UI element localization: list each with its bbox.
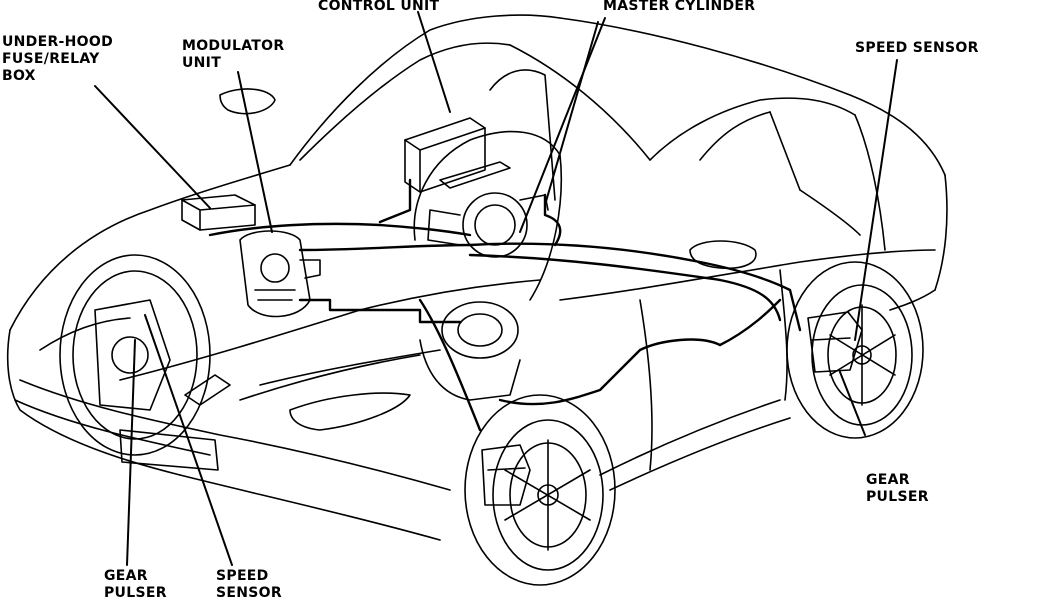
label-master-cylinder: MASTER CYLINDER	[603, 0, 756, 14]
front-left-wheel	[59, 254, 211, 456]
label-speed-sensor-front: SPEED SENSOR	[216, 568, 282, 602]
label-modulator-line-1: MODULATOR	[182, 38, 285, 54]
label-gear-pulser-front: GEAR PULSER	[104, 568, 167, 602]
label-modulator-line-2: UNIT	[182, 55, 222, 71]
label-under-hood-line-2: FUSE/RELAY	[2, 51, 100, 67]
label-gear-pulser-rear: GEAR PULSER	[866, 472, 929, 506]
label-under-hood-line-1: UNDER-HOOD	[2, 34, 114, 50]
under-hood-fuse-relay-box	[181, 194, 256, 231]
label-speed-sensor-rear: SPEED SENSOR	[855, 40, 979, 56]
rear-caliper	[807, 311, 863, 373]
modulator-unit	[239, 230, 321, 318]
label-gear-pulser-rear-line-1: GEAR	[866, 472, 910, 488]
car-body	[6, 14, 948, 541]
front-right-wheel	[464, 394, 616, 586]
label-under-hood-line-3: BOX	[2, 68, 36, 84]
brake-booster	[419, 301, 521, 401]
label-speed-sensor-front-line-1: SPEED	[216, 568, 269, 584]
label-gear-pulser-front-line-2: PULSER	[104, 585, 167, 601]
front-caliper	[481, 444, 531, 506]
master-cylinder	[427, 192, 549, 258]
label-gear-pulser-rear-line-2: PULSER	[866, 489, 929, 505]
label-modulator-unit: MODULATOR UNIT	[182, 38, 284, 72]
brake-lines	[208, 178, 802, 432]
control-unit	[404, 117, 511, 193]
label-under-hood-fuse-relay-box: UNDER-HOOD FUSE/RELAY BOX	[2, 34, 113, 85]
label-gear-pulser-front-line-1: GEAR	[104, 568, 148, 584]
leader-lines	[94, 11, 898, 566]
label-control-unit: CONTROL UNIT	[318, 0, 440, 14]
label-speed-sensor-front-line-2: SENSOR	[216, 585, 282, 601]
